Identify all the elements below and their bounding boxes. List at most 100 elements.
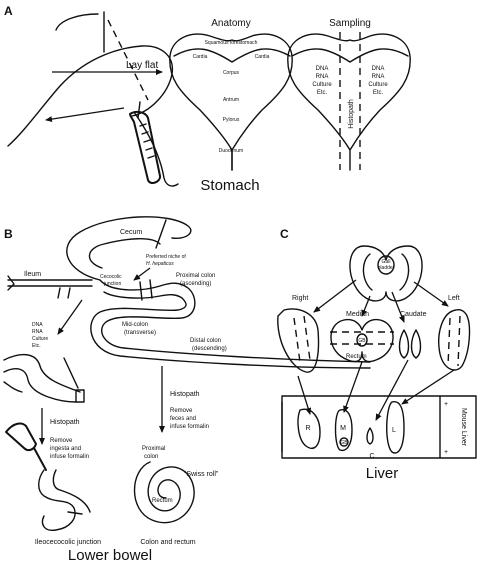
caudate-lobe-label: Caudate	[400, 311, 427, 318]
panel-a-letter: A	[4, 4, 13, 18]
liver-cassette	[281, 395, 477, 459]
sampling-arrow-b	[57, 299, 83, 335]
syringe-drawing	[129, 101, 162, 184]
sampling-right-item: Etc.	[373, 90, 384, 96]
sampling-right-item: DNA	[372, 66, 385, 72]
arrow-right-lobe	[313, 279, 357, 313]
cassette-l: L	[392, 427, 396, 434]
ileo-label: Ileocecocolic junction	[35, 539, 101, 546]
arrow-caudate-lobe	[391, 291, 405, 323]
sampling-right-item: RNA	[372, 74, 385, 80]
panel-c: C Gall bladder Right Median Caudate Left	[277, 227, 477, 482]
mid-colon-label-line1: Mid-colon	[122, 322, 148, 328]
region-cardia-left: Cardia	[193, 54, 208, 60]
region-antrum: Antrum	[223, 97, 239, 103]
sampling-title: Sampling	[329, 18, 371, 29]
sampling-right-item: Culture	[368, 82, 388, 88]
arrow-m-cassette	[343, 361, 363, 413]
cassette-plus-bottom: +	[444, 449, 448, 456]
proximal-colon-label-line2: (ascending)	[180, 281, 211, 287]
junction-label-line2: junction	[103, 281, 121, 287]
panel-a: A Lay flat	[4, 4, 411, 194]
sampling-left-item: RNA	[316, 74, 329, 80]
median-lobe-label: Median	[346, 311, 369, 318]
sampling-left-item: DNA	[316, 66, 329, 72]
sampling-b-item: Culture	[32, 336, 48, 342]
left-lobe-drawing	[438, 308, 471, 371]
sampling-b-item: RNA	[32, 329, 43, 335]
cassette-c: C	[369, 453, 374, 460]
junction-syringe-drawing	[5, 422, 91, 531]
arrow-left-lobe	[413, 281, 449, 307]
swiss-roll-drawing	[133, 461, 195, 524]
stomach-in-situ-drawing	[7, 11, 179, 187]
proximal-colon-label-line1: Proximal colon	[176, 273, 215, 279]
junction-label-line1: Cecocolic	[100, 274, 122, 280]
histopath-b-right: Histopath	[170, 391, 200, 398]
panel-c-letter: C	[280, 227, 289, 241]
sampling-stomach	[287, 32, 411, 171]
remove-b-right-line3: infuse formalin	[170, 424, 209, 430]
histopath-b-left: Histopath	[50, 419, 80, 426]
colon-label: Colon and rectum	[140, 539, 195, 546]
ileum-label: Ileum	[24, 271, 41, 278]
arrow-l-cassette	[401, 369, 455, 405]
cecum-drawing	[66, 216, 192, 281]
anatomy-stomach	[169, 33, 293, 171]
liver-caption: Liver	[366, 465, 399, 482]
proximal-colon-b-line2: colon	[144, 454, 158, 460]
sampling-left-list: DNA RNA Culture Etc.	[312, 66, 332, 96]
remove-b-left-line2: ingesta and	[50, 446, 81, 452]
right-lobe-label: Right	[292, 295, 308, 302]
arrow-r-cassette	[297, 375, 312, 415]
region-cardia-right: Cardia	[255, 54, 270, 60]
mid-colon-label-line2: (transverse)	[124, 330, 156, 336]
rectum-inner-label: Rectum	[152, 498, 173, 504]
sampling-histopath-label: Histopath	[348, 99, 355, 129]
region-pylorus: Pylorus	[223, 117, 240, 123]
gall-label-line1: Gall	[382, 259, 391, 265]
panel-b-letter: B	[4, 227, 13, 241]
distal-colon-label-line1: Distal colon	[190, 338, 221, 344]
region-corpus: Corpus	[223, 70, 240, 76]
mouse-liver-label: Mouse Liver	[460, 408, 467, 447]
sampling-b-item: DNA	[32, 322, 43, 328]
panel-b: B Cecum Preferred niche of H. hepaticus …	[3, 216, 371, 564]
colon-drawing	[90, 279, 371, 369]
stomach-caption: Stomach	[200, 177, 259, 194]
return-arrow	[45, 107, 125, 123]
caudate-lobe-drawing	[398, 329, 422, 359]
sampling-list-b: DNA RNA Culture Etc.	[32, 322, 48, 349]
proximal-colon-b-line1: Proximal	[142, 446, 165, 452]
niche-arrow	[133, 267, 151, 281]
cassette-r: R	[305, 425, 310, 432]
sampling-left-item: Etc.	[317, 90, 328, 96]
gb-small-label: GB	[358, 338, 366, 344]
left-lobe-label: Left	[448, 295, 460, 302]
lay-flat-label: Lay flat	[126, 60, 158, 71]
anatomy-title: Anatomy	[211, 18, 250, 29]
lower-bowel-caption: Lower bowel	[68, 547, 152, 564]
cassette-m: M	[340, 425, 346, 432]
sampling-right-list: DNA RNA Culture Etc.	[368, 66, 388, 96]
whole-liver-drawing	[349, 245, 423, 302]
cassette-plus-top: +	[444, 401, 448, 408]
region-duodenum: Duodenum	[219, 148, 243, 154]
sampling-b-item: Etc.	[32, 343, 41, 349]
cecum-label: Cecum	[120, 229, 142, 236]
median-lobe-drawing	[330, 318, 394, 363]
arrow-c-cassette	[375, 359, 409, 421]
remove-b-right-line2: feces and	[170, 416, 196, 422]
ileum-drawing	[7, 275, 93, 299]
gall-label-line2: bladder	[378, 265, 395, 271]
remove-b-left-line3: infuse formalin	[50, 454, 89, 460]
arrow-median-lobe	[361, 295, 371, 317]
remove-b-right-line1: Remove	[170, 408, 193, 414]
cassette-gb: GB	[340, 440, 348, 446]
niche-label-line2: H. hepaticus	[146, 261, 174, 267]
swiss-roll-label: “Swiss roll”	[184, 471, 219, 478]
region-squamous: Squamous forestomach	[205, 40, 258, 46]
distal-colon-label-line2: (descending)	[192, 346, 227, 352]
right-lobe-drawing	[277, 308, 320, 373]
